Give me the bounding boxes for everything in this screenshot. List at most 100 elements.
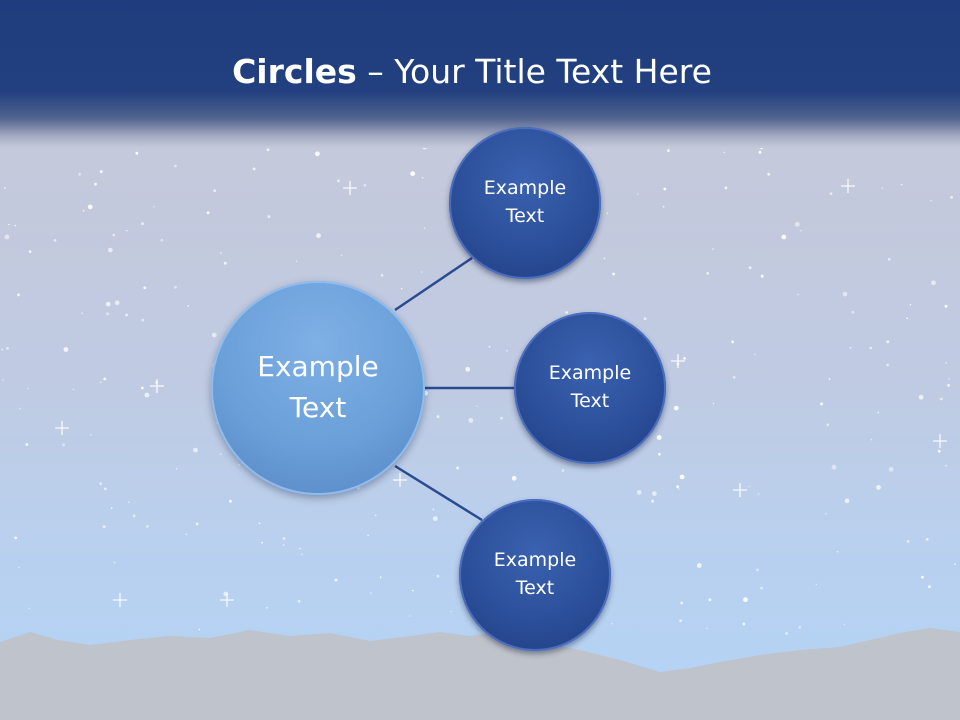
star (643, 317, 647, 321)
star (282, 544, 285, 546)
sparkle-star (733, 483, 747, 497)
star (63, 347, 69, 352)
star (193, 447, 198, 453)
star (561, 469, 565, 472)
center-circle[interactable]: Example Text (211, 281, 425, 495)
slide-title[interactable]: Circles – Your Title Text Here (0, 52, 944, 91)
star (8, 223, 10, 226)
star (380, 274, 384, 277)
star (928, 585, 931, 589)
star (94, 182, 97, 186)
star (223, 261, 227, 265)
star (90, 434, 92, 436)
star (937, 449, 941, 453)
star (565, 311, 569, 314)
star (340, 254, 343, 256)
sparkle-star (671, 354, 685, 368)
star (831, 464, 837, 470)
star (72, 388, 75, 391)
star (886, 340, 890, 344)
star (81, 312, 83, 315)
star (266, 148, 270, 152)
star (174, 285, 177, 289)
star (14, 224, 17, 227)
star (679, 619, 682, 623)
star (220, 252, 222, 254)
star (732, 376, 736, 379)
star (476, 405, 478, 408)
star (334, 578, 338, 582)
star (663, 187, 667, 191)
star (506, 350, 508, 352)
star (820, 402, 823, 406)
star (450, 610, 452, 613)
sparkle-star (393, 473, 407, 487)
star (114, 300, 120, 306)
title-bar (0, 0, 960, 148)
star (106, 312, 109, 316)
star (25, 443, 29, 446)
star (906, 539, 910, 543)
star (127, 501, 130, 503)
star (877, 411, 879, 414)
star (712, 402, 715, 405)
star (679, 474, 685, 480)
star (252, 167, 256, 171)
star (909, 303, 912, 306)
star (465, 366, 471, 372)
star (301, 553, 303, 556)
star (370, 592, 372, 594)
star (299, 547, 301, 550)
satellite-circle-top[interactable]: Example Text (449, 127, 601, 279)
star (143, 286, 147, 290)
mountain-range (0, 628, 960, 720)
star (53, 239, 57, 242)
sparkle-star (343, 181, 357, 195)
star (954, 563, 956, 565)
star (146, 525, 149, 528)
star (132, 514, 136, 518)
star (945, 464, 947, 467)
star (187, 305, 189, 307)
star (748, 485, 750, 488)
sparkle-star (150, 379, 164, 393)
star (141, 222, 144, 226)
star (767, 172, 771, 176)
star (930, 199, 932, 202)
star (261, 541, 263, 544)
star (436, 574, 440, 578)
star (870, 438, 873, 441)
star (174, 164, 177, 168)
star (18, 566, 20, 569)
star (906, 317, 908, 320)
sparkle-star (933, 434, 947, 448)
star (842, 291, 848, 297)
star (815, 583, 818, 586)
star (4, 234, 10, 240)
satellite-circle-bottom[interactable]: Example Text (459, 499, 611, 651)
star (82, 210, 85, 212)
star (185, 533, 188, 536)
star (135, 151, 139, 155)
star (603, 257, 606, 260)
satellite-circle-middle[interactable]: Example Text (514, 312, 666, 464)
star (420, 271, 423, 273)
star (511, 475, 517, 481)
star (887, 257, 891, 261)
star (62, 443, 65, 447)
satellite-circle-text: Example Text (548, 362, 632, 412)
star (947, 384, 950, 387)
star (140, 386, 144, 390)
star (925, 538, 929, 541)
star (781, 234, 787, 240)
star (315, 151, 320, 157)
star (886, 363, 889, 367)
star (2, 379, 4, 381)
star (757, 493, 760, 495)
star (829, 192, 833, 196)
star (748, 266, 752, 270)
star (724, 186, 728, 190)
star (379, 576, 382, 578)
star (794, 221, 800, 227)
